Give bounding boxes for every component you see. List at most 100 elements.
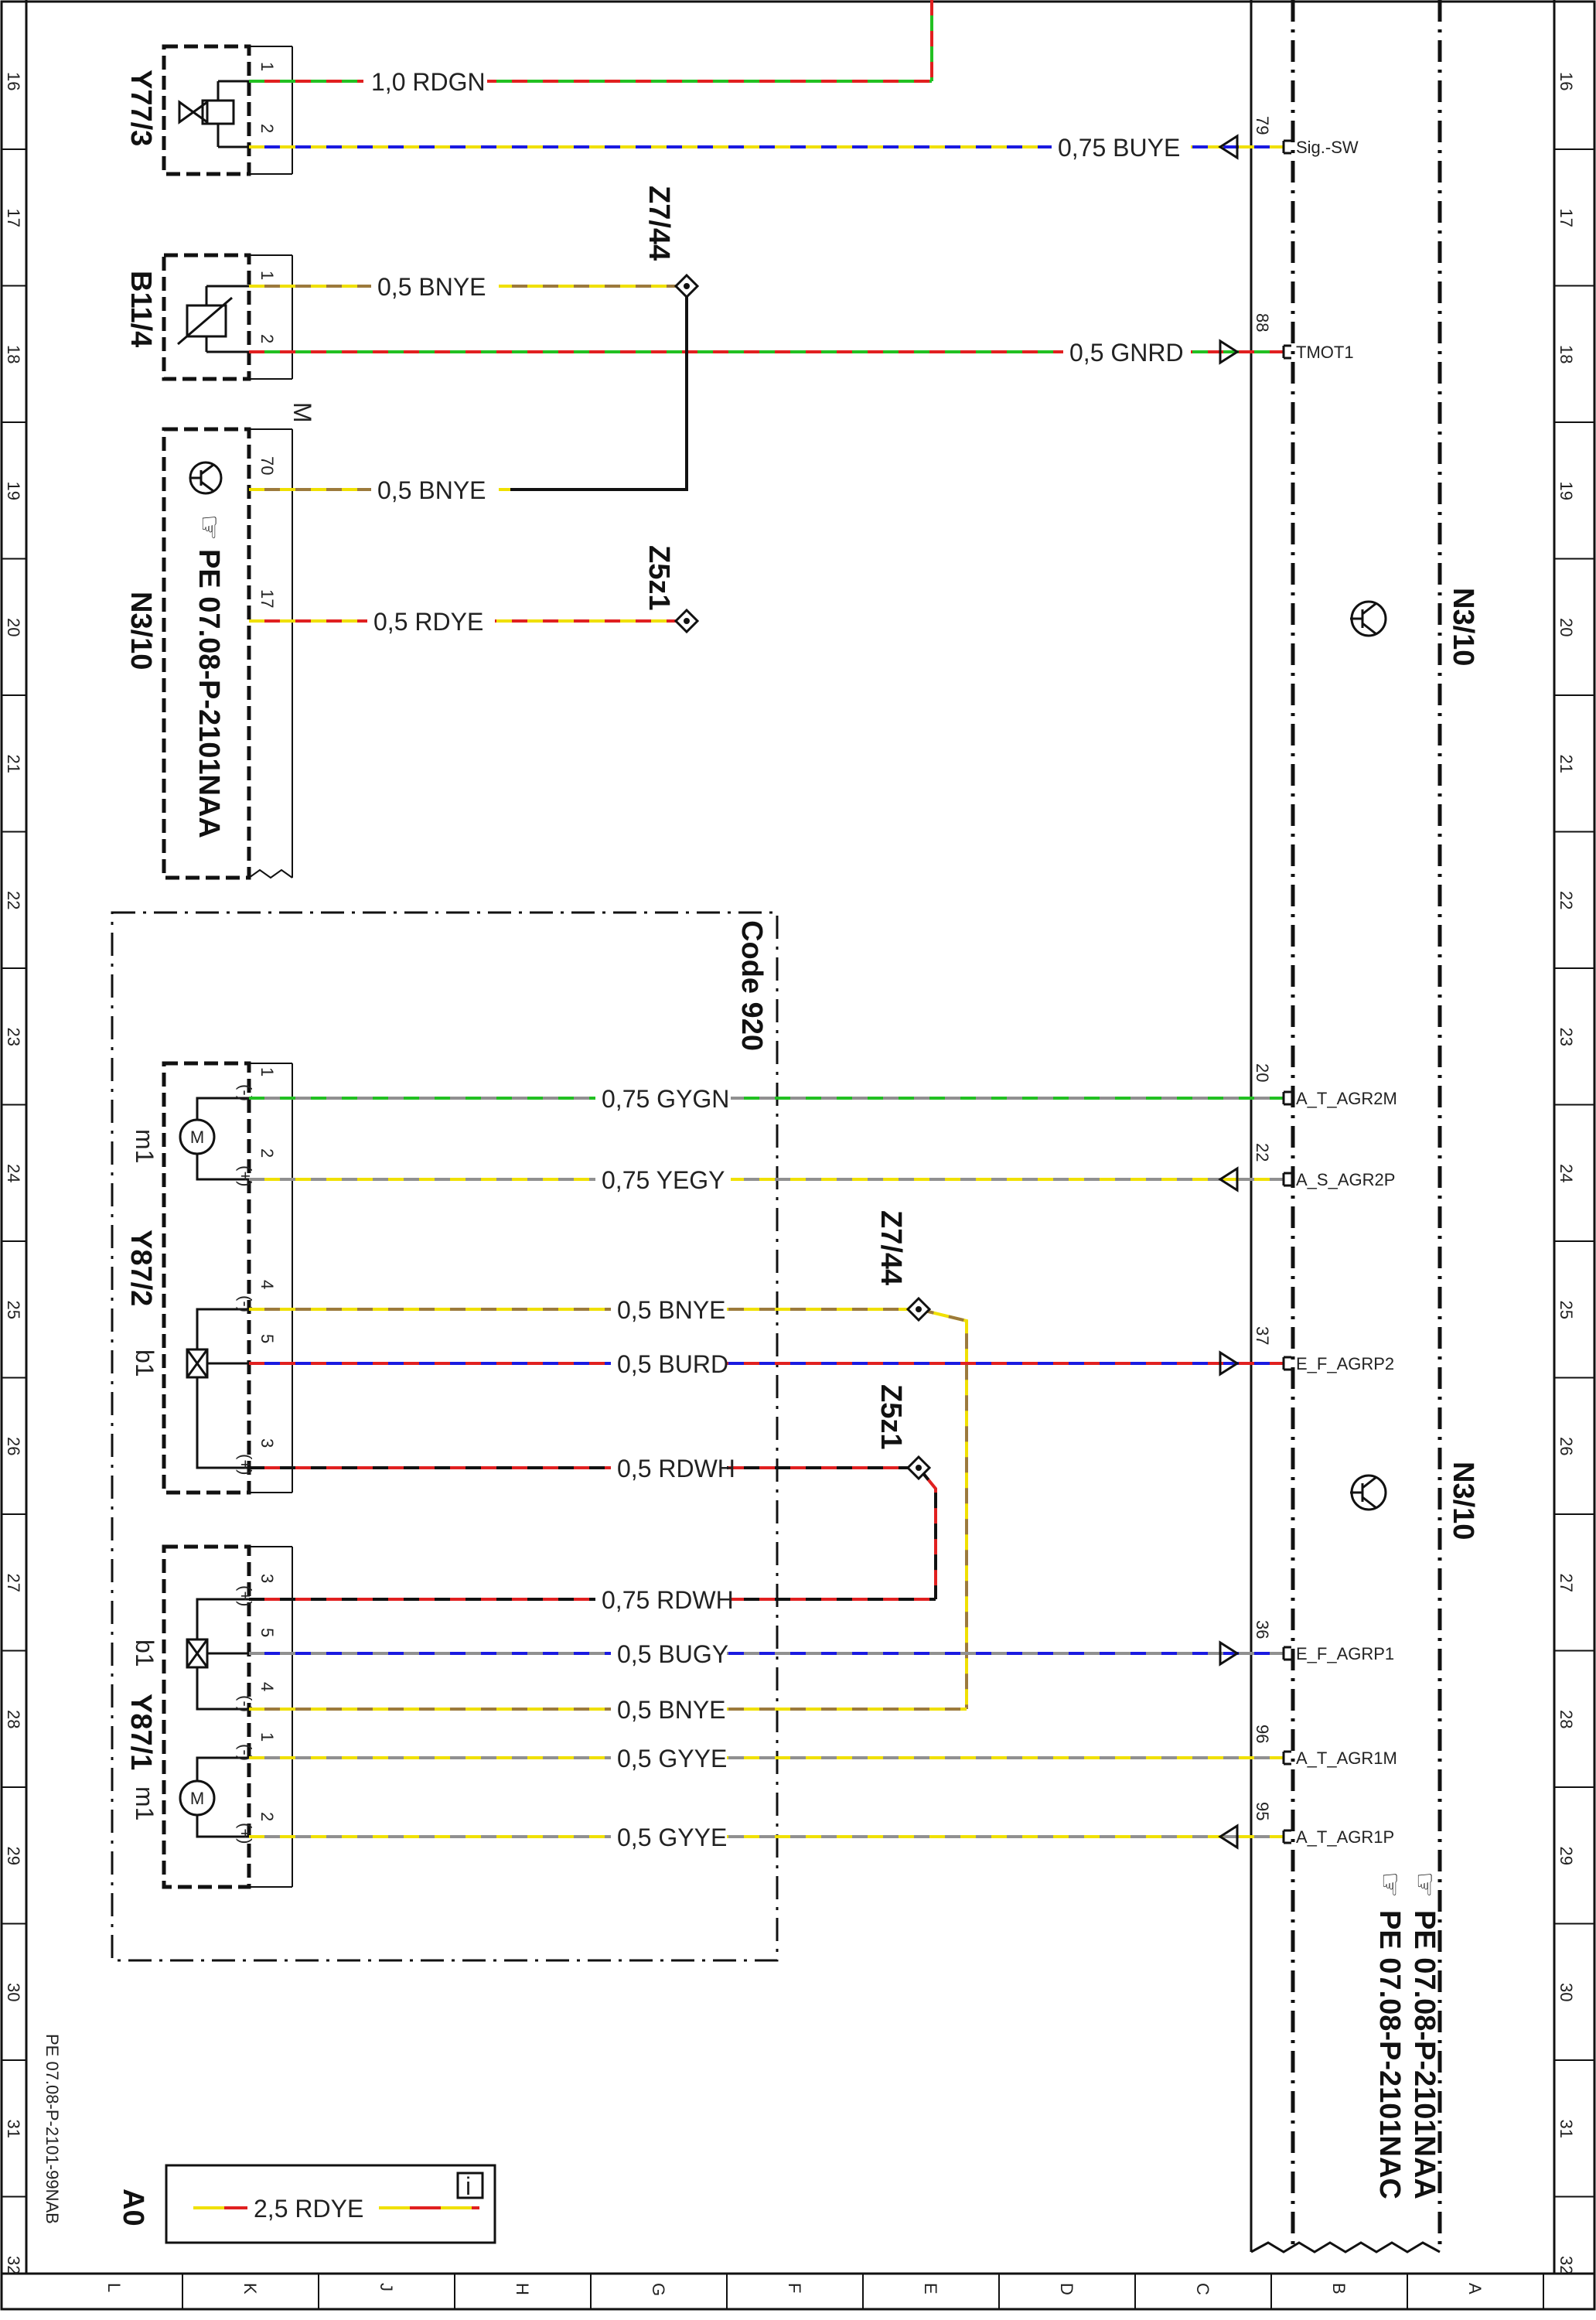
svg-text:M: M (190, 1789, 204, 1808)
n3-10-control-unit: N3/10 N3/10 ☞ ☞ PE 07.08-P-2101NAA PE 07… (1250, 0, 1479, 2253)
pin-label: (+) (236, 1823, 255, 1844)
row-number: 19 (1557, 482, 1576, 500)
y87-1-label: Y87/1 (124, 1694, 157, 1770)
b11-4-label: B11/4 (124, 271, 157, 347)
footer-reference: PE 07.08-P-2101-99NAB (43, 2034, 62, 2224)
signal-name: Sig.-SW (1296, 138, 1359, 157)
pin-label: 3 (257, 1438, 277, 1448)
n3-10-reference: PE 07.08-P-2101NAA (193, 549, 225, 838)
pin-label: 4 (257, 1280, 277, 1289)
splice-label: Z7/44 (875, 1210, 907, 1285)
wire-label: 0,5 GYYE (617, 1824, 727, 1851)
splice-icon (905, 1455, 932, 1481)
reference-nac: PE 07.08-P-2101NAC (1373, 1910, 1406, 2199)
row-number: 18 (4, 345, 23, 363)
motor-icon: M (179, 1756, 249, 1838)
svg-text:M: M (190, 1128, 204, 1147)
solenoid-valve-icon (178, 80, 249, 148)
b1-label: b1 (131, 1639, 159, 1667)
wire-label: 0,5 GNRD (1069, 339, 1184, 367)
column-letter: A (1465, 2283, 1485, 2294)
pin-label: 1 (257, 271, 277, 280)
row-number: 22 (4, 891, 23, 909)
pin-label: 2 (257, 1148, 277, 1158)
component-b11-4: B11/4 1 2 (124, 253, 293, 381)
n3-10-connectors: 79 88 20 22 37 36 96 95 Sig.-SW TMOT1 A_… (1253, 116, 1397, 1847)
potentiometer-icon (186, 1598, 249, 1711)
row-number: 16 (4, 72, 23, 90)
wire-label: 0,75 YEGY (602, 1166, 725, 1194)
potentiometer-icon (186, 1308, 249, 1469)
n3-10-label-lower: N3/10 (1447, 1462, 1479, 1540)
row-number: 20 (1557, 618, 1576, 636)
column-letter: E (921, 2283, 940, 2294)
column-letter: B (1329, 2283, 1349, 2294)
pin-label: (+) (236, 1454, 255, 1476)
component-y77-3: Y77/3 1 2 (124, 44, 293, 176)
row-number: 28 (4, 1710, 23, 1728)
transistor-icon (189, 461, 223, 495)
b1-label: b1 (131, 1349, 159, 1377)
row-number: 30 (1557, 1983, 1576, 2001)
book-icon: ☞ (193, 514, 225, 541)
component-y87-2: M m1 b1 Y87/2 (-) (+) (-) (+) 1 2 4 5 3 (124, 1061, 293, 1495)
component-y87-1: M b1 m1 Y87/1 (+) (-) (-) (+) 3 5 4 1 2 (124, 1544, 293, 1889)
row-number: 19 (4, 482, 23, 500)
wire-label: 0,5 BUGY (617, 1640, 728, 1668)
code-920-region: Code 920 (111, 911, 779, 1962)
y87-2-label: Y87/2 (124, 1230, 157, 1306)
legend-wire-label: 2,5 RDYE (254, 2195, 363, 2223)
code-920-label: Code 920 (735, 920, 768, 1051)
splice-label: Z7/44 (643, 186, 675, 261)
n3-10-label-upper: N3/10 (1447, 588, 1479, 666)
pin-label: 1 (257, 62, 277, 71)
splice-label: Z5z1 (643, 545, 675, 610)
book-icon: ☞ (1408, 1871, 1441, 1898)
wire-label: 0,5 RDYE (373, 608, 483, 636)
wire-label: 0,5 BNYE (617, 1296, 726, 1324)
signal-name: E_F_AGRP1 (1296, 1644, 1394, 1663)
wire-label: 0,5 BURD (617, 1350, 728, 1378)
column-letter: G (649, 2283, 668, 2296)
pin-label: 2 (257, 334, 277, 343)
wire-label: 0,5 GYYE (617, 1745, 727, 1772)
pin-number: 36 (1253, 1620, 1272, 1639)
y77-3-label: Y77/3 (124, 70, 157, 146)
m1-label: m1 (131, 1786, 159, 1820)
m-label: M (288, 402, 316, 423)
splices: Z7/44 Z5z1 Z7/44 Z5z1 (643, 186, 932, 1481)
pin-number: 96 (1253, 1725, 1272, 1743)
wire-label: 0,75 GYGN (602, 1085, 729, 1113)
pin-number: 22 (1253, 1143, 1272, 1162)
row-number: 24 (4, 1164, 23, 1182)
pin-label: 2 (257, 124, 277, 133)
pin-number: 37 (1253, 1326, 1272, 1345)
a0-label: A0 (117, 2189, 149, 2226)
row-number: 17 (1557, 209, 1576, 227)
column-letter: F (785, 2283, 804, 2293)
pin-number: 88 (1253, 313, 1272, 332)
pin-label: 5 (257, 1628, 277, 1637)
row-number: 21 (4, 755, 23, 773)
pin-label: 1 (257, 1732, 277, 1742)
splice-label: Z5z1 (875, 1384, 907, 1449)
signal-name: A_T_AGR1P (1296, 1827, 1394, 1847)
wire-label: 1,0 RDGN (371, 68, 486, 96)
column-letter: J (377, 2283, 396, 2291)
column-letter: D (1057, 2283, 1076, 2295)
row-number: 30 (4, 1983, 23, 2001)
pin-label: 4 (257, 1682, 277, 1691)
wire-label: 0,75 BUYE (1058, 134, 1180, 162)
signal-name: TMOT1 (1296, 343, 1354, 362)
wire-labels: 1,0 RDGN 0,75 BUYE 0,5 BNYE 0,5 GNRD 0,5… (363, 66, 1191, 1852)
pin-number: 95 (1253, 1802, 1272, 1820)
legend-box: 2,5 RDYE i A0 (117, 2164, 496, 2244)
row-number: 18 (1557, 345, 1576, 363)
row-number: 26 (1557, 1437, 1576, 1455)
signal-arrows (1219, 135, 1239, 1849)
row-number: 25 (1557, 1301, 1576, 1319)
wire-label: 0,75 RDWH (602, 1586, 734, 1614)
motor-icon: M (179, 1097, 249, 1181)
